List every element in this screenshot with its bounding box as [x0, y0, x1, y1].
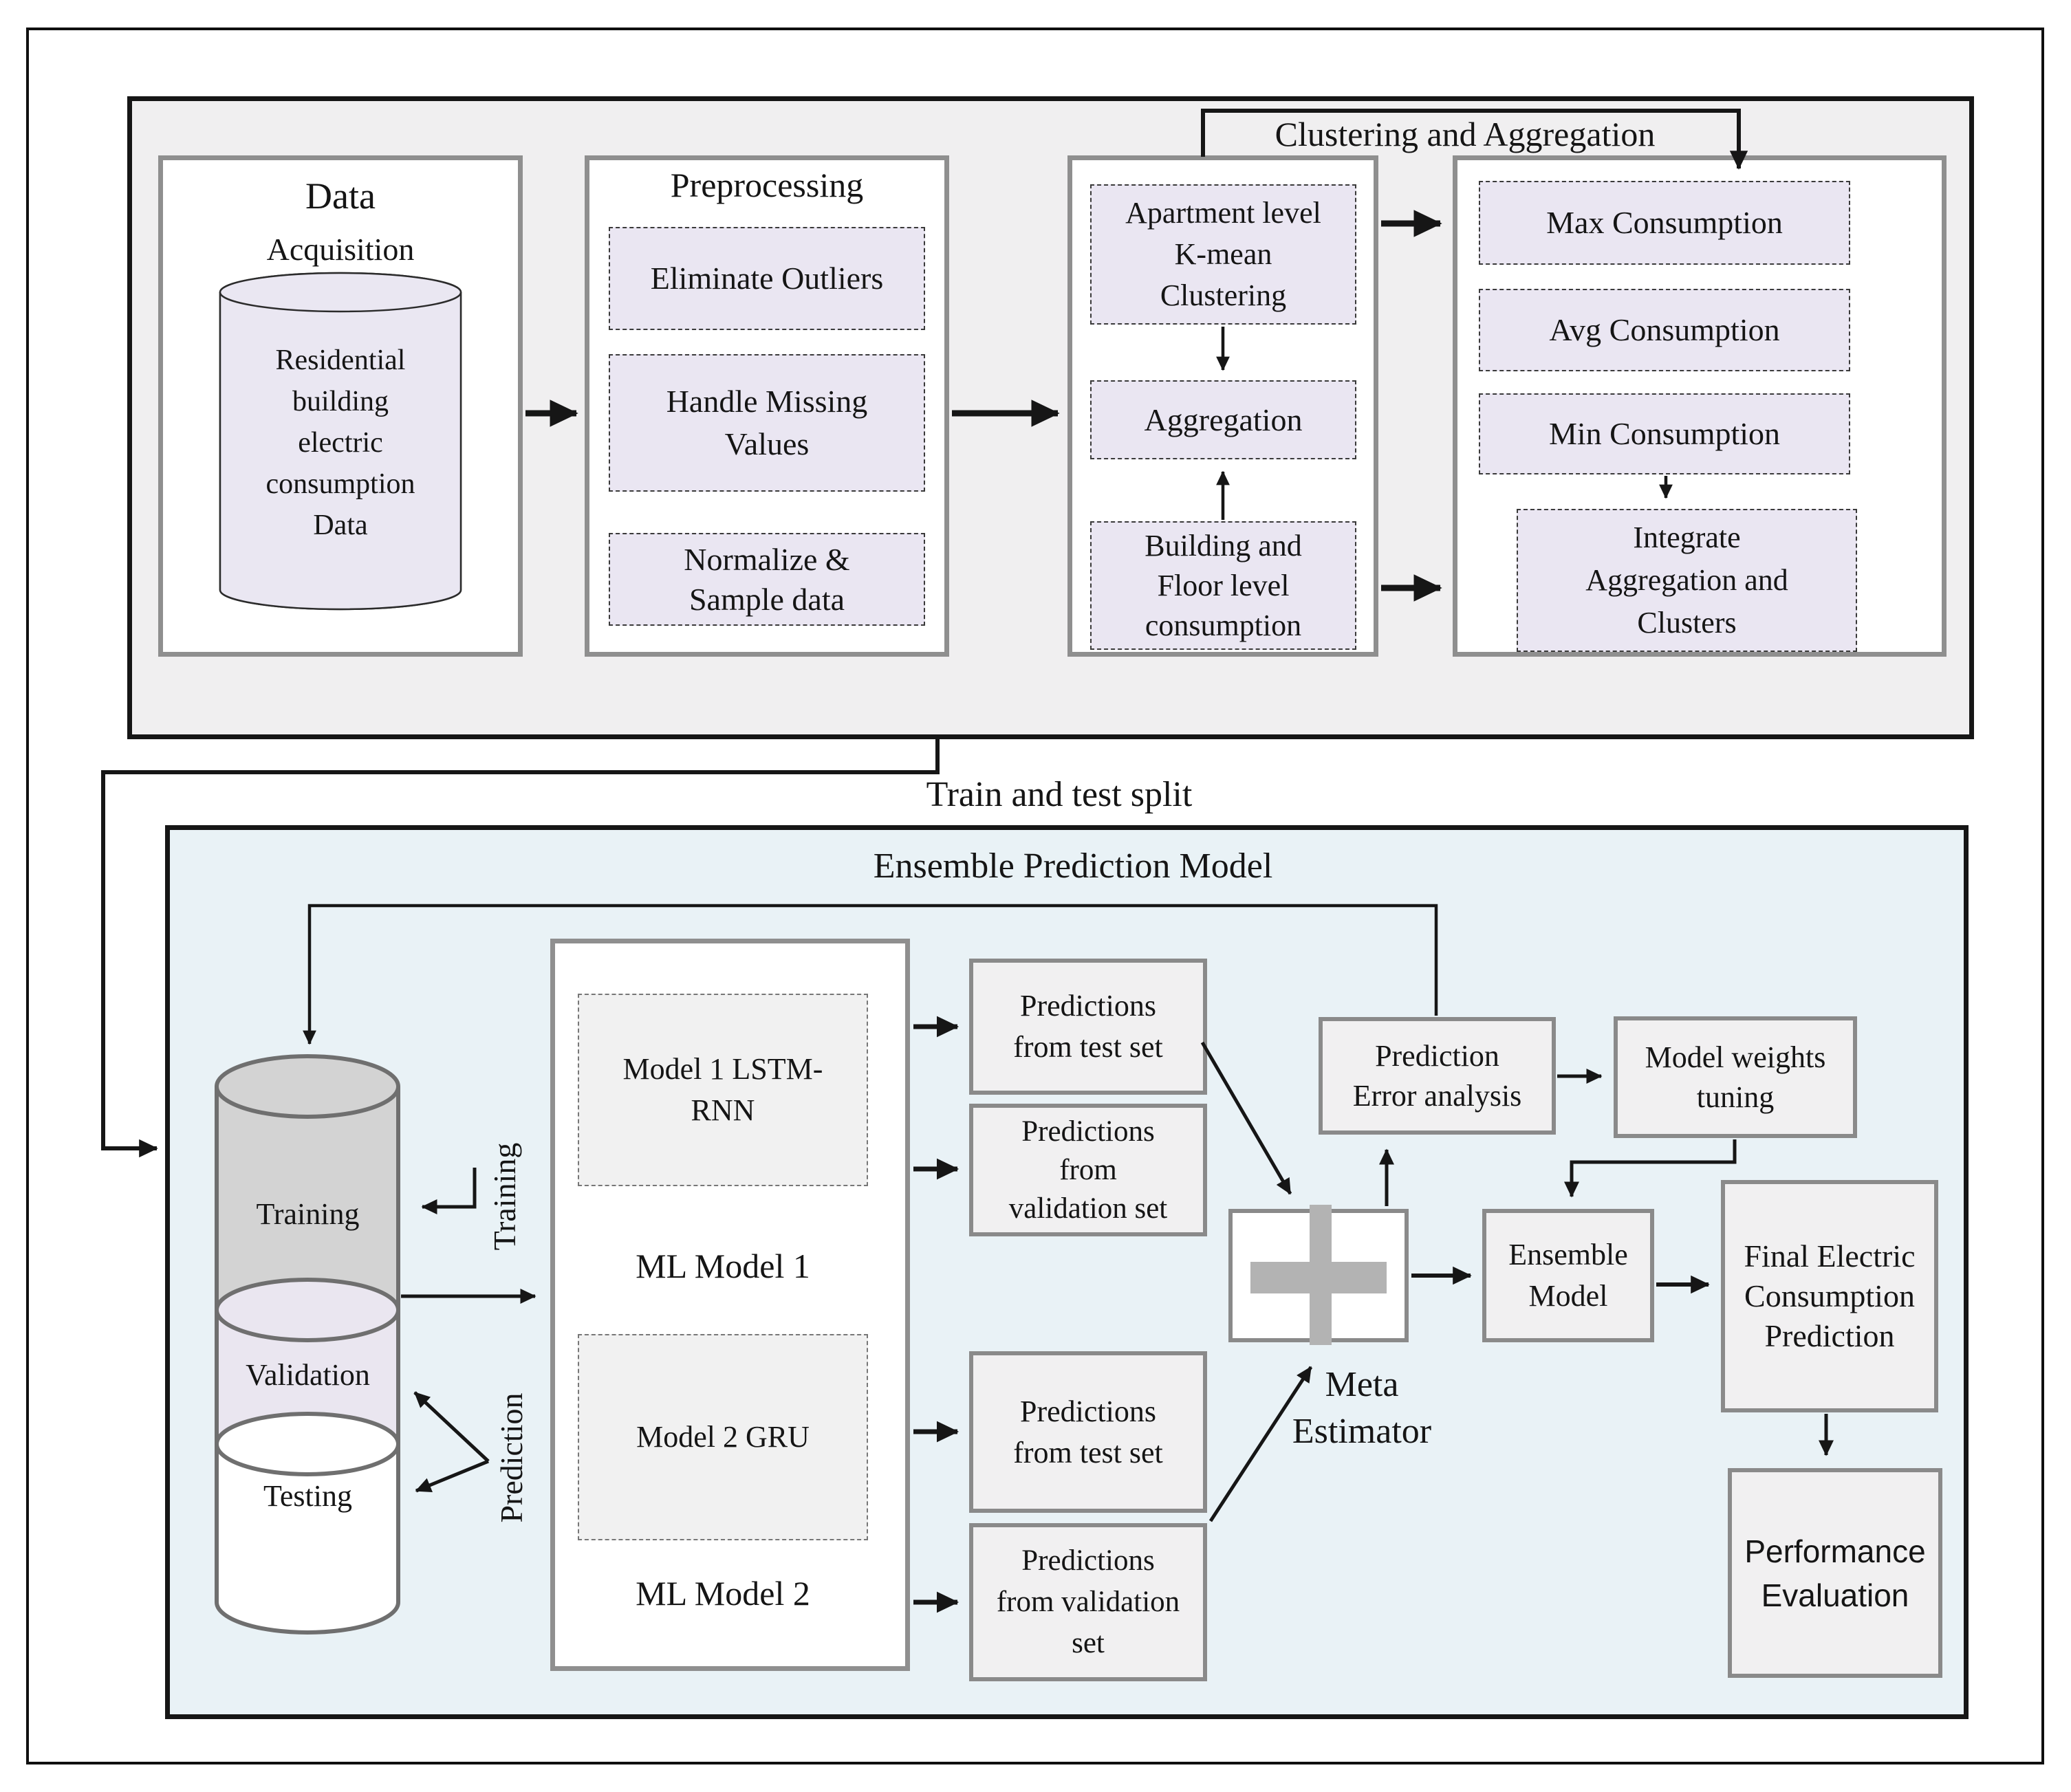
data-acquisition-title-line1: Data	[305, 175, 376, 217]
predictions-test-set-1-box: Predictions from test set	[969, 959, 1207, 1095]
prediction-error-analysis-box: Prediction Error analysis	[1319, 1017, 1556, 1135]
model-weights-tuning-box: Model weights tuning	[1614, 1016, 1857, 1138]
meta-estimator-label-line2: Estimator	[1292, 1412, 1432, 1451]
eliminate-outliers-box: Eliminate Outliers	[609, 227, 925, 330]
handle-missing-values-box: Handle Missing Values	[609, 354, 925, 492]
ensemble-model-box: Ensemble Model	[1482, 1209, 1654, 1342]
model1-lstm-box: Model 1 LSTM- RNN	[578, 994, 868, 1186]
max-consumption-box: Max Consumption	[1479, 181, 1850, 265]
plus-icon	[1310, 1205, 1332, 1345]
building-floor-box: Building and Floor level consumption	[1090, 521, 1356, 650]
cylinder-validation-label: Validation	[246, 1358, 370, 1392]
aggregation-step-box: Aggregation	[1090, 380, 1356, 459]
ml-model2-label: ML Model 2	[636, 1574, 810, 1613]
integrate-aggregation-box: Integrate Aggregation and Clusters	[1517, 509, 1857, 652]
normalize-sample-box: Normalize & Sample data	[609, 533, 925, 626]
preprocessing-title: Preprocessing	[670, 166, 864, 204]
ensemble-section-title: Ensemble Prediction Model	[873, 846, 1273, 886]
performance-evaluation-box: Performance Evaluation	[1728, 1468, 1942, 1678]
avg-consumption-box: Avg Consumption	[1479, 289, 1850, 371]
min-consumption-box: Min Consumption	[1479, 393, 1850, 474]
model2-gru-box: Model 2 GRU	[578, 1334, 868, 1540]
apartment-kmean-box: Apartment level K-mean Clustering	[1090, 184, 1356, 325]
predictions-validation-set-2-box: Predictions from validation set	[969, 1523, 1207, 1681]
page-frame	[26, 28, 2044, 1764]
train-test-split-label: Train and test split	[926, 775, 1193, 814]
cylinder-testing-label: Testing	[263, 1479, 352, 1513]
training-flow-label: Training	[487, 1142, 522, 1251]
predictions-validation-set-1-box: Predictions from validation set	[969, 1104, 1207, 1236]
prediction-flow-label: Prediction	[494, 1392, 529, 1523]
ml-model1-label: ML Model 1	[636, 1247, 810, 1285]
final-prediction-box: Final Electric Consumption Prediction	[1721, 1180, 1938, 1412]
data-acquisition-title-line2: Acquisition	[266, 232, 415, 267]
residential-data-label: Residential building electric consumptio…	[265, 345, 415, 541]
meta-estimator-label-line1: Meta	[1325, 1365, 1399, 1404]
cylinder-training-label: Training	[256, 1197, 360, 1231]
predictions-test-set-2-box: Predictions from test set	[969, 1351, 1207, 1513]
clustering-aggregation-label: Clustering and Aggregation	[1275, 115, 1656, 153]
